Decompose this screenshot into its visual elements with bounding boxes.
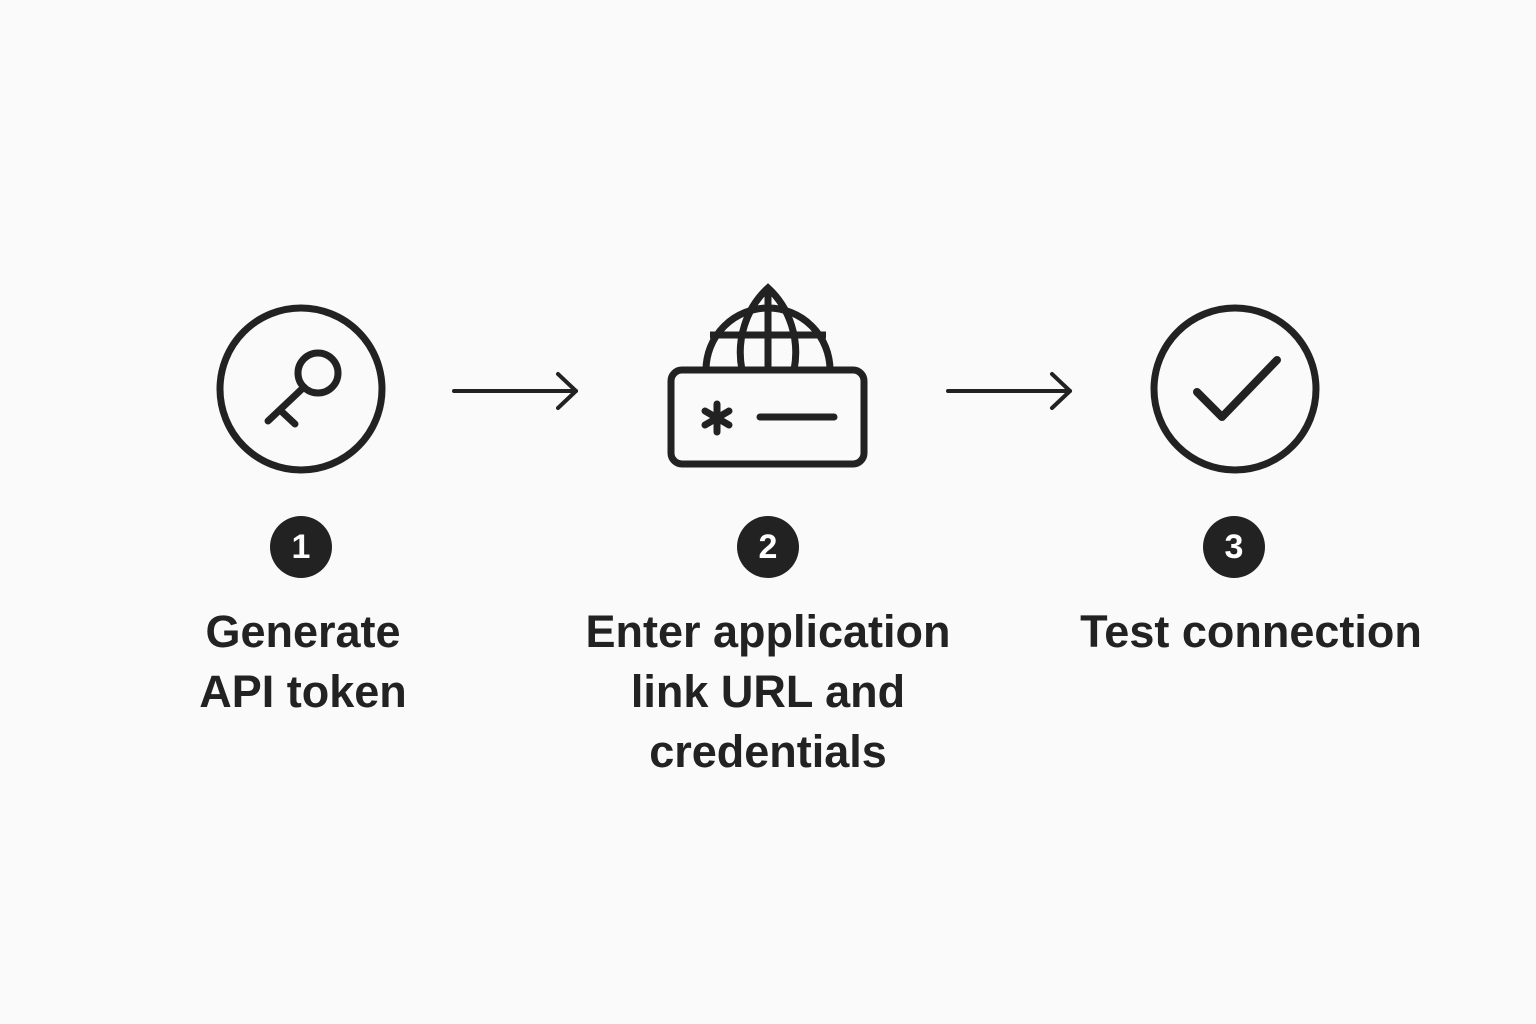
- step-label: Generate API token: [103, 602, 503, 722]
- step-label: Enter application link URL and credentia…: [536, 602, 1000, 782]
- step-label: Test connection: [1046, 602, 1456, 662]
- key-icon: [216, 304, 386, 474]
- globe-credentials-icon: [667, 283, 868, 468]
- step-number-badge: 1: [270, 516, 332, 578]
- step-label-line: Enter application: [585, 606, 951, 657]
- step-label-line: Generate: [205, 606, 401, 657]
- asterisk-icon: [701, 400, 733, 436]
- step-label-line: API token: [199, 666, 407, 717]
- step-number-badge: 3: [1203, 516, 1265, 578]
- step-label-line: Test connection: [1080, 606, 1422, 657]
- arrow-right-icon: [946, 372, 1072, 410]
- step-label-line: link URL and: [630, 666, 906, 717]
- step-label-line: credentials: [649, 726, 887, 777]
- arrow-right-icon: [452, 372, 578, 410]
- step-number-badge: 2: [737, 516, 799, 578]
- checkmark-circle-icon: [1150, 304, 1320, 474]
